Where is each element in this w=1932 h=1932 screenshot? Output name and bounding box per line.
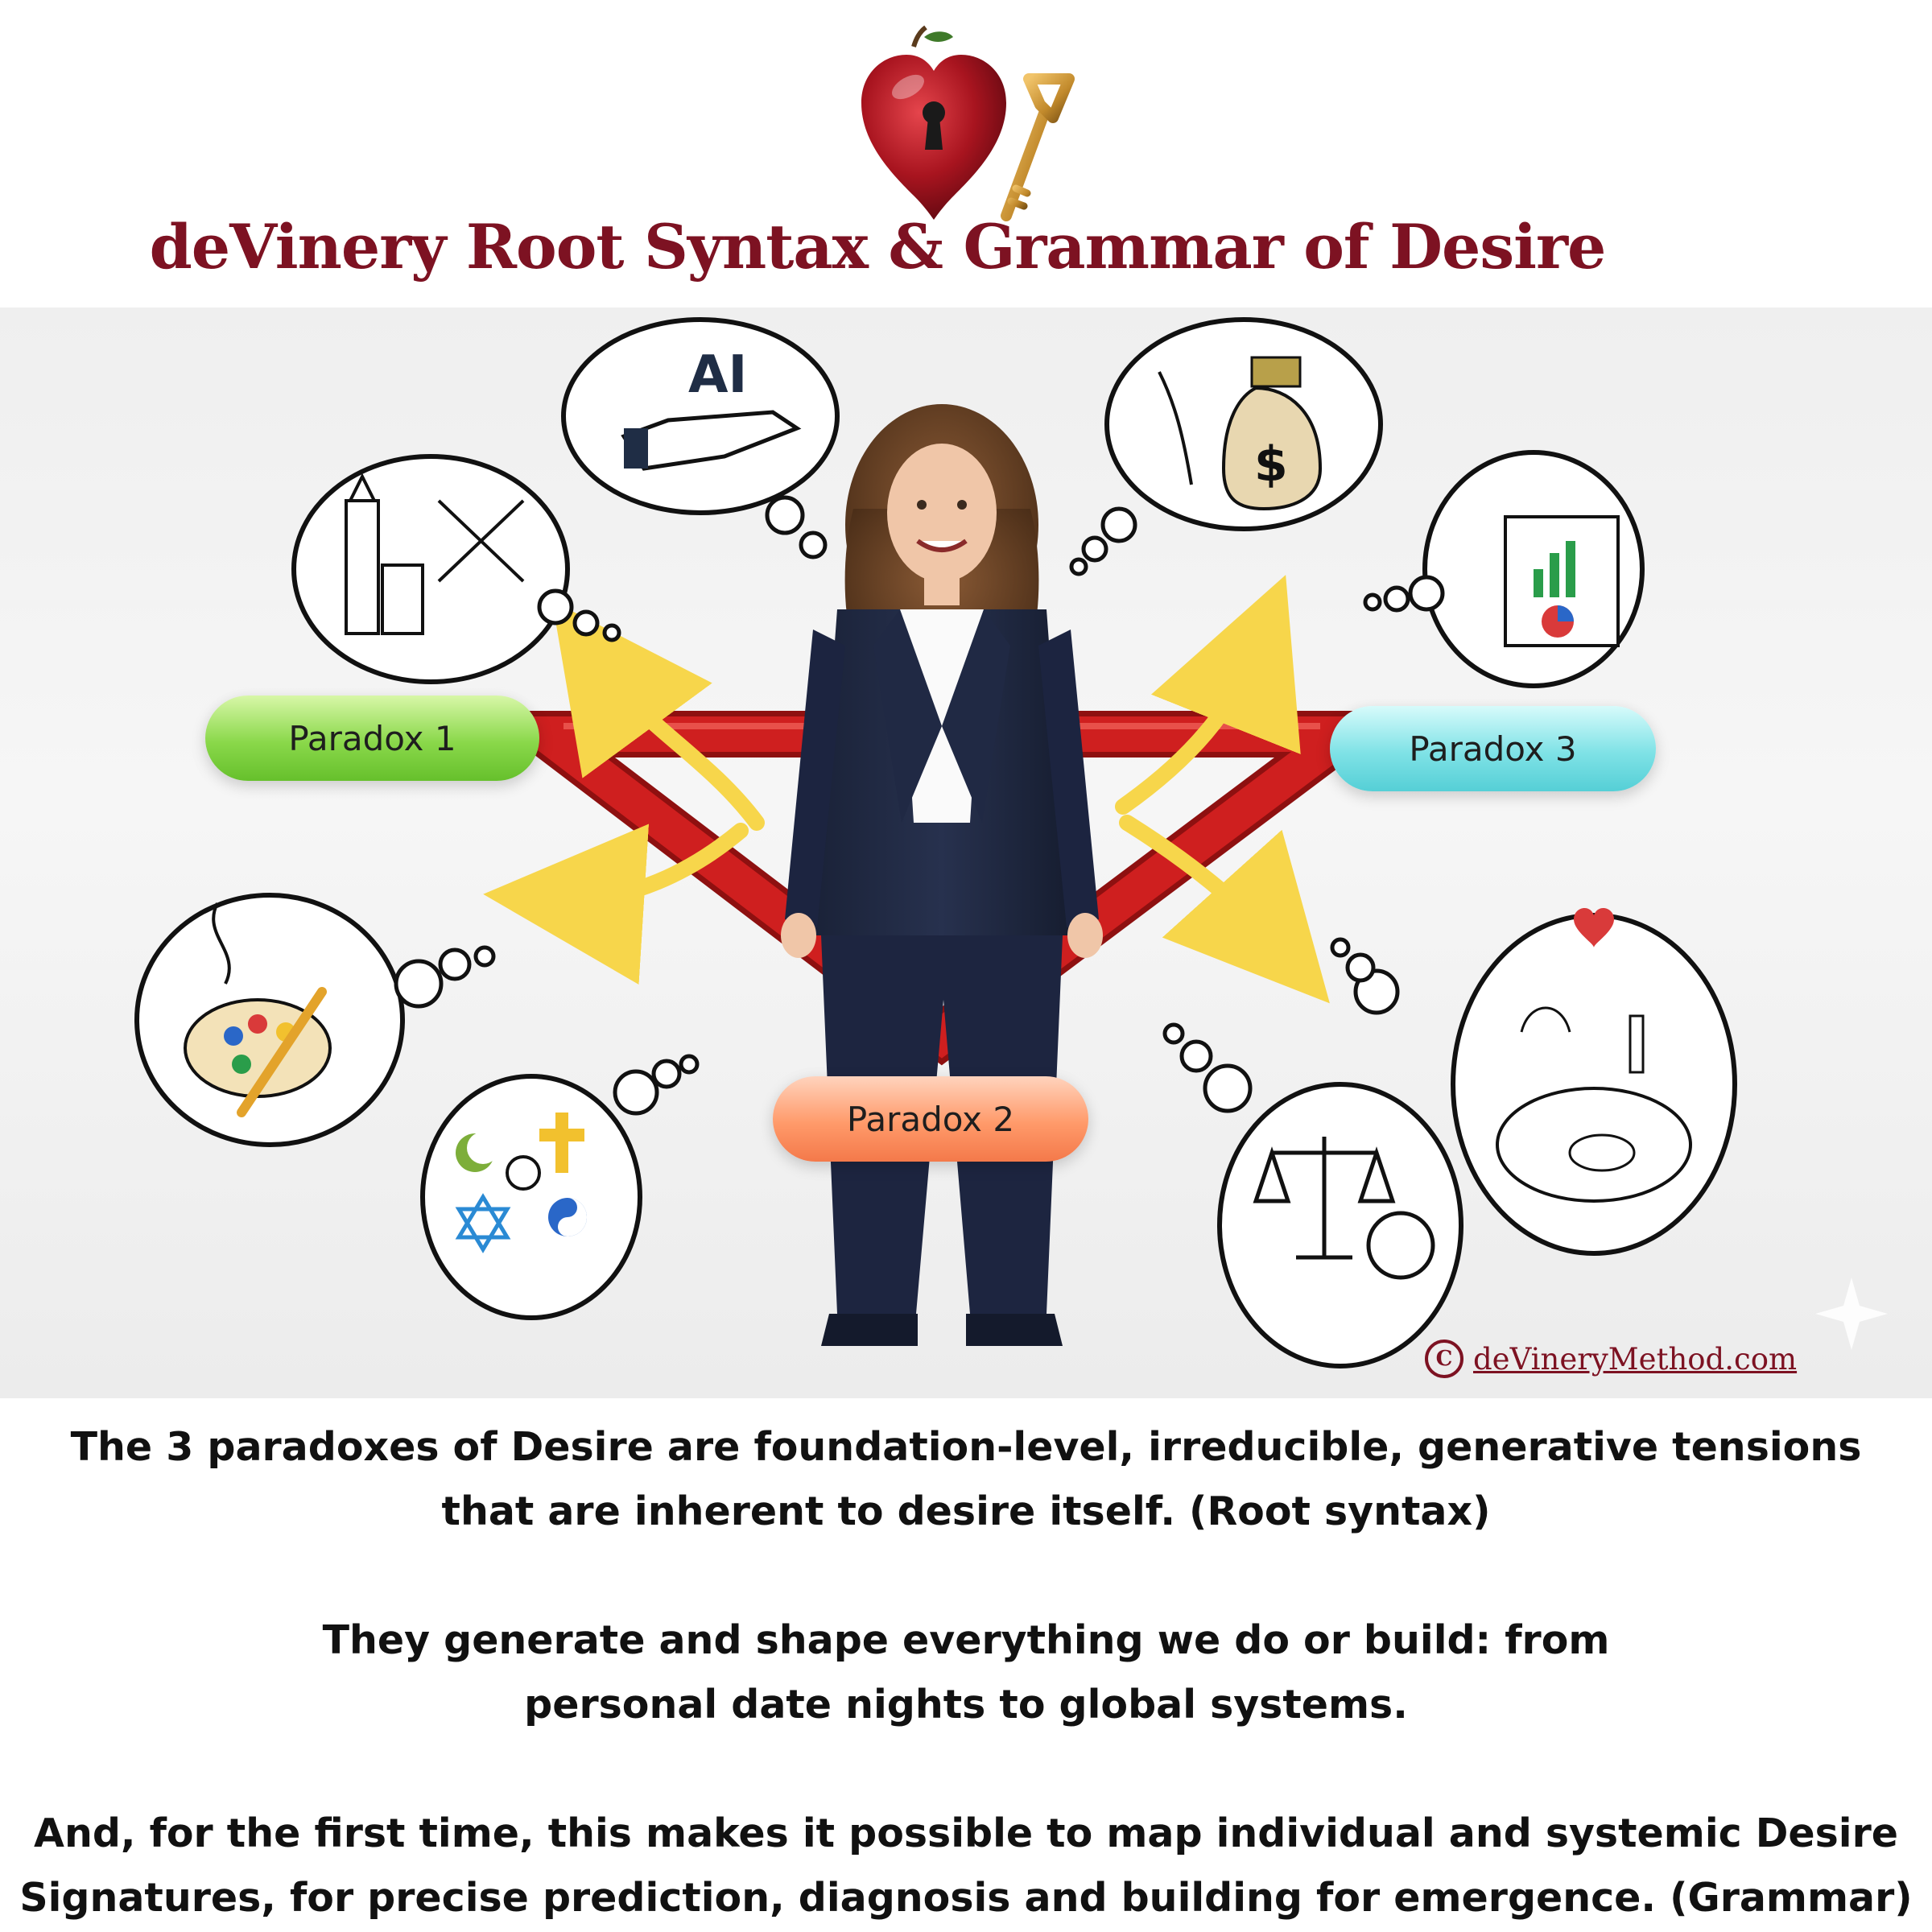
svg-text:$: $ (1254, 436, 1288, 493)
paradox-2-label: Paradox 2 (773, 1076, 1088, 1162)
scales-of-justice-and-gavel-icon (1253, 1137, 1435, 1280)
thought-bubble-justice (1162, 1022, 1463, 1368)
site-url-link[interactable]: deVineryMethod.com (1473, 1341, 1798, 1377)
city-buildings-and-tools-icon (345, 473, 525, 635)
copyright-icon: C (1425, 1340, 1463, 1378)
paradox-illustration: AI $ (0, 308, 1932, 1398)
paradox-1-label: Paradox 1 (205, 696, 539, 781)
paragraph-root-syntax: The 3 paradoxes of Desire are foundation… (70, 1424, 1862, 1534)
thought-bubble-romance (1330, 907, 1737, 1256)
romantic-dinner-table-icon (1496, 907, 1692, 1203)
sparkle-icon (1815, 1278, 1888, 1350)
page-title: deVinery Root Syntax & Grammar of Desire (149, 211, 1607, 283)
thought-bubble-charts (1363, 450, 1645, 688)
thought-bubble-city-tools (291, 454, 621, 684)
illustration-canvas: AI $ (134, 317, 1888, 1368)
thought-bubble-money: $ (1069, 317, 1383, 576)
paragraph-generation: They generate and shape everything we do… (322, 1617, 1610, 1728)
thought-bubble-arts (134, 893, 496, 1147)
description-text: The 3 paradoxes of Desire are foundation… (0, 1415, 1932, 1930)
yellow-arrows (483, 575, 1330, 1004)
ai-robot-hand-icon: AI (621, 345, 802, 471)
hands-and-money-bag-icon: $ (1158, 356, 1323, 511)
music-and-painting-palette-icon (184, 902, 332, 1117)
businesswoman-figure (781, 404, 1103, 1346)
paradox-3-label: Paradox 3 (1330, 706, 1656, 791)
thought-bubble-religion (420, 1054, 700, 1320)
heart-apple-key-logo-icon (861, 25, 1075, 221)
religious-symbols-icon (455, 1113, 587, 1253)
paragraph-grammar: And, for the first time, this makes it p… (19, 1810, 1913, 1921)
charts-and-reports-icon (1504, 515, 1620, 647)
thought-bubble-ai: AI (561, 317, 840, 559)
site-credit: C deVineryMethod.com (1425, 1340, 1797, 1378)
svg-text:AI: AI (688, 345, 747, 405)
